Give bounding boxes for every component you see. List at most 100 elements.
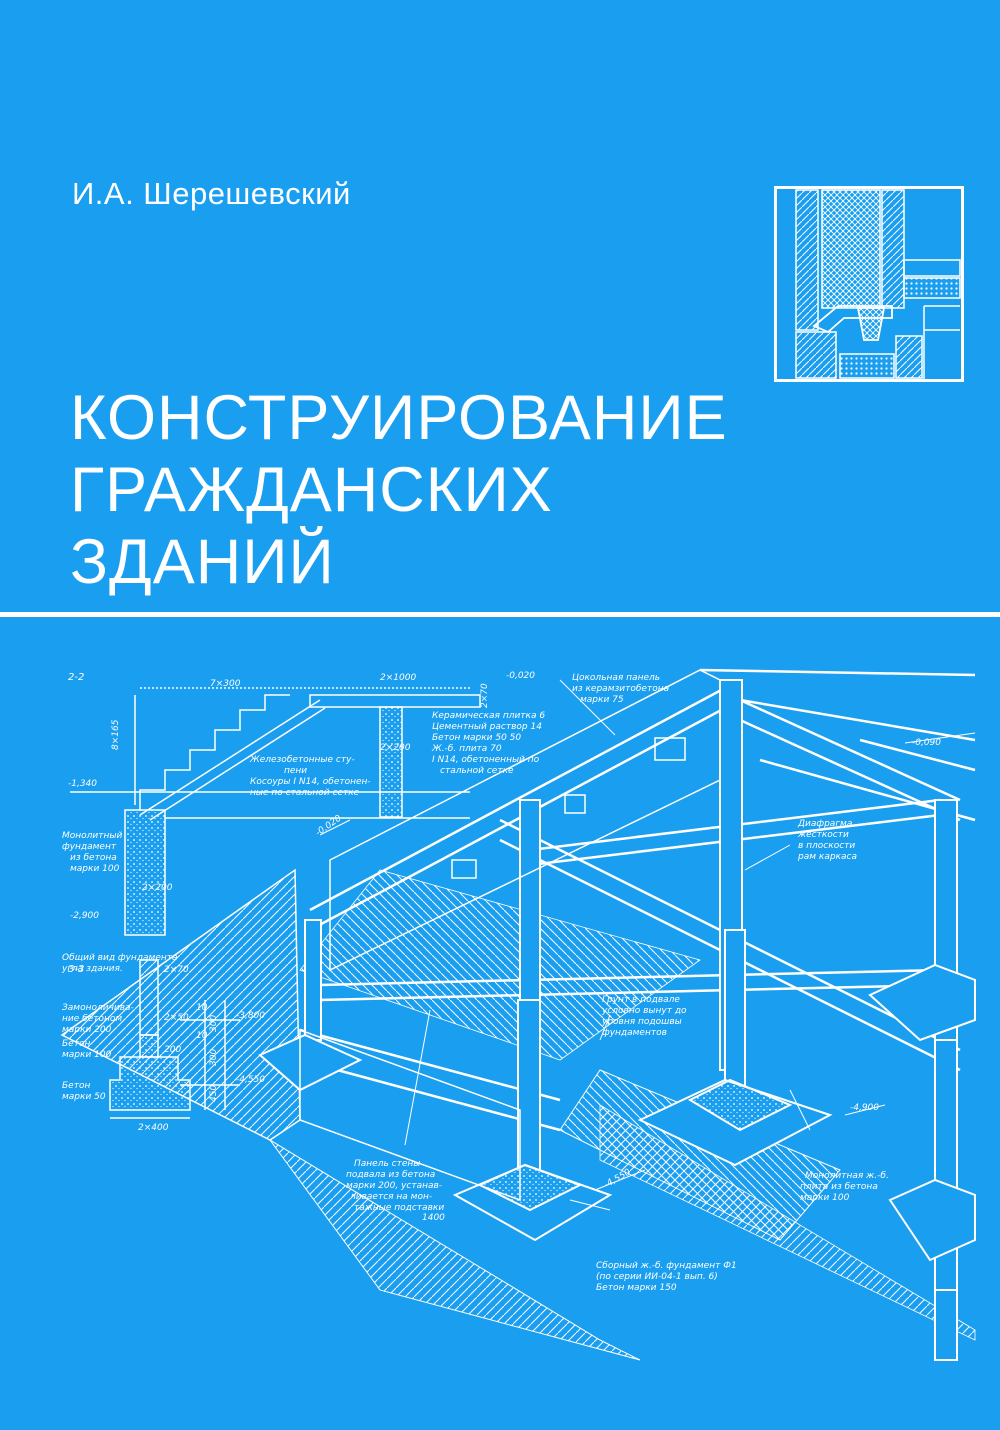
monolith-slab-line: Монолитная ж.-б.: [805, 1171, 889, 1181]
label-dim-2x70: 2×70: [164, 965, 189, 975]
label-dim-7x300: 7×300: [210, 679, 241, 689]
label-dim-8x165: 8×165: [111, 719, 121, 750]
basement-wall-panels: [299, 669, 721, 1202]
note-steps: Железобетонные сту- пени Косоуры I N14, …: [249, 755, 371, 798]
label-dim-2x70-top: 2×70: [480, 683, 490, 708]
note-monolith-slab: Монолитная ж.-б. плита из бетона марки 1…: [800, 1171, 889, 1203]
note-basement-panel: Панель стены подвала из бетона марки 200…: [346, 1159, 444, 1213]
label-dim-10-a: 10: [196, 1003, 208, 1013]
note-general-view: Общий вид фундамента угла здания.: [61, 953, 178, 974]
label-dim-10-b: 10: [196, 1031, 208, 1041]
basement-panel-line: Панель стены: [354, 1159, 420, 1169]
book-title: КОНСТРУИРОВАНИЕ ГРАЖДАНСКИХ ЗДАНИЙ: [70, 382, 728, 598]
label-dim-2x200-b: 2×200: [142, 883, 173, 893]
label-dim-2x400: 2×400: [138, 1123, 169, 1133]
note-concrete-100: Бетон марки 100: [62, 1039, 112, 1060]
title-line-1: КОНСТРУИРОВАНИЕ: [70, 383, 728, 453]
steps-note-line: Железобетонные сту-: [249, 755, 355, 765]
note-monolith-foundation: Монолитный фундамент из бетона марки 100: [62, 831, 122, 874]
precast-foundation-line: Бетон марки 150: [596, 1283, 677, 1293]
label-dim-2x50: 2×50: [164, 1013, 189, 1023]
title-divider: [0, 612, 1000, 617]
label-level-0020-top: -0,020: [506, 671, 535, 681]
floor-layer-line: Бетон марки 50 50: [432, 733, 521, 743]
label-section-2-2: 2-2: [68, 672, 84, 683]
diaphragm-line: в плоскости: [798, 841, 855, 851]
soil-note-line: фундаментов: [602, 1028, 667, 1038]
label-level-4550-b: -4,550: [236, 1075, 265, 1085]
note-floor-layers: Керамическая плитка 6 Цементный раствор …: [431, 711, 545, 776]
label-dim-200: 200: [164, 1045, 181, 1055]
soil-note-line: Грунт в подвале: [602, 995, 680, 1005]
grouted-note-line: ние бетоном: [62, 1014, 122, 1024]
soil-hatching: [60, 868, 976, 1361]
label-dim-300-a: 300: [209, 1015, 219, 1032]
label-level-1340: -1,340: [68, 779, 97, 789]
note-precast-foundation: Сборный ж.-б. фундамент Ф1 (по серии ИИ-…: [596, 1261, 737, 1293]
label-level-4900: -4,900: [850, 1103, 879, 1113]
note-grouted: Замоноличива- ние бетоном марки 200: [62, 1003, 134, 1035]
plinth-panel-line: из керамзитобетона: [572, 684, 669, 694]
steps-note-line: пени: [284, 766, 307, 776]
note-soil: Грунт в подвале условно вынут до уровня …: [601, 995, 687, 1038]
floor-layer-line: Цементный раствор 14: [432, 722, 542, 732]
monolith-foundation-line: из бетона: [70, 853, 117, 863]
note-diaphragm: Диафрагма жесткости в плоскости рам карк…: [797, 819, 857, 862]
plinth-panel-line: марки 75: [580, 695, 624, 705]
diaphragm-line: жесткости: [797, 830, 849, 840]
floor-layer-line: I N14, обетоненный по: [432, 755, 540, 765]
section-2-2-drawing: [70, 687, 481, 936]
diaphragm-line: рам каркаса: [797, 852, 857, 862]
note-concrete-50: Бетон марки 50: [62, 1081, 106, 1102]
plinth-panel-line: Цокольная панель: [572, 673, 660, 683]
soil-note-line: условно вынут до: [601, 1006, 687, 1016]
note-plinth-panel: Цокольная панель из керамзитобетона марк…: [572, 673, 669, 705]
concrete-100-line: марки 100: [62, 1050, 112, 1060]
basement-panel-line: ливается на мон-: [349, 1192, 432, 1202]
general-view-line: Общий вид фундамента: [62, 953, 178, 963]
concrete-50-line: марки 50: [62, 1092, 106, 1102]
label-level-0020-mid: -0,020: [314, 813, 344, 838]
label-dim-300-b: 300: [209, 1049, 219, 1066]
section-3-3-drawing: [109, 959, 240, 1119]
basement-panel-line: подвала из бетона: [346, 1170, 435, 1180]
floor-layer-line: Керамическая плитка 6: [432, 711, 545, 721]
precast-foundation-line: (по серии ИИ-04-1 вып. 6): [596, 1272, 718, 1282]
title-line-2: ГРАЖДАНСКИХ: [70, 455, 553, 525]
steps-note-line: ные по стальной сетке: [250, 788, 360, 798]
label-level-2900: -2,900: [70, 911, 99, 921]
annotation-leaders: [319, 679, 976, 1211]
label-dim-450: 450: [209, 1085, 219, 1102]
label-level-4550-a: -4,550: [603, 1167, 633, 1190]
monolith-foundation-line: Монолитный: [62, 831, 122, 841]
label-dim-1400: 1400: [422, 1213, 445, 1223]
concrete-100-line: Бетон: [62, 1039, 90, 1049]
grouted-note-line: Замоноличива-: [62, 1003, 134, 1013]
general-view-line: угла здания.: [61, 964, 123, 974]
title-line-3: ЗДАНИЙ: [70, 527, 335, 597]
label-level-0090: -0,090: [912, 738, 941, 748]
label-section-3-3: 3-3: [68, 964, 84, 975]
monolith-slab-line: марки 100: [800, 1193, 850, 1203]
steps-note-line: Косоуры I N14, обетонен-: [250, 777, 371, 787]
basement-panel-line: марки 200, устанав-: [346, 1181, 442, 1191]
basement-panel-line: тажные подставки: [354, 1203, 444, 1213]
grouted-note-line: марки 200: [62, 1025, 112, 1035]
label-level-3800: -3,800: [236, 1011, 265, 1021]
floor-layer-line: стальной сетке: [440, 766, 514, 776]
monolith-foundation-line: марки 100: [70, 864, 120, 874]
label-dim-2x1000: 2×1000: [380, 673, 416, 683]
precast-foundation-line: Сборный ж.-б. фундамент Ф1: [596, 1261, 737, 1271]
soil-note-line: уровня подошвы: [601, 1017, 682, 1027]
frame-beams: [299, 668, 976, 1132]
author-name: И.А. Шерешевский: [72, 176, 351, 211]
label-dim-2x200-a: 2×200: [380, 743, 411, 753]
column-foundations: [258, 963, 976, 1262]
foundation-blueprint-drawing: 2-2 3-3 7×300 2×1000 8×165 2×70 2×200 2×…: [60, 668, 976, 1361]
monolith-slab-line: плита из бетона: [800, 1182, 878, 1192]
monolith-foundation-line: фундамент: [62, 842, 117, 852]
floor-layer-line: Ж.-б. плита 70: [431, 744, 502, 754]
concrete-50-line: Бетон: [62, 1081, 90, 1091]
diaphragm-line: Диафрагма: [797, 819, 852, 829]
